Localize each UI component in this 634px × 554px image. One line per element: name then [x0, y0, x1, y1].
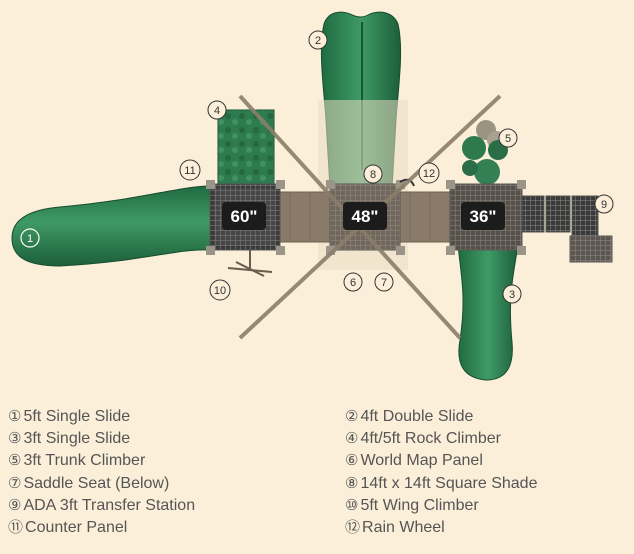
legend-label: 5ft Single Slide	[23, 408, 131, 425]
legend-label: ADA 3ft Transfer Station	[23, 496, 196, 514]
legend-label: 4ft Double Slide	[360, 408, 474, 425]
svg-text:3: 3	[509, 289, 515, 301]
wing-climber	[227, 250, 273, 277]
legend-label: 14ft x 14ft Square Shade	[360, 474, 538, 492]
deck-label-36: 36"	[461, 202, 505, 230]
svg-text:6: 6	[350, 277, 356, 289]
svg-text:7: 7	[381, 277, 387, 289]
svg-text:11: 11	[184, 165, 195, 177]
legend-number: ②	[345, 408, 359, 425]
playset-diagram: 60" 48" 36" 1 2 3 4 5 6 7 8 9	[11, 11, 614, 381]
svg-text:60": 60"	[231, 207, 258, 226]
legend-number: ⑩	[345, 496, 359, 514]
callout-6: 6	[343, 272, 363, 292]
svg-text:36": 36"	[470, 207, 497, 226]
trunk-climber	[462, 120, 508, 185]
svg-text:2: 2	[315, 35, 321, 47]
callout-8: 8	[363, 164, 383, 184]
ada-transfer-station	[521, 195, 613, 263]
deck-label-60: 60"	[222, 202, 266, 230]
legend-label: 3ft Trunk Climber	[23, 452, 146, 470]
legend-number: ⑪	[8, 518, 24, 536]
callout-3: 3	[502, 284, 522, 304]
legend-number: ④	[345, 430, 359, 448]
callout-9: 9	[594, 194, 614, 214]
svg-text:9: 9	[601, 199, 607, 211]
legend-number: ⑥	[345, 452, 359, 470]
svg-text:8: 8	[370, 169, 376, 181]
callout-5: 5	[498, 128, 518, 148]
deck-posts	[206, 180, 526, 255]
legend-label: Rain Wheel	[362, 518, 445, 536]
callout-1: 1	[20, 228, 40, 248]
legend-label: 5ft Wing Climber	[360, 496, 479, 514]
callout-12: 12	[418, 162, 440, 184]
legend-number: ⑧	[345, 474, 359, 492]
legend-number: ⑫	[345, 518, 361, 536]
legend-number: ⑦	[8, 474, 22, 492]
walkway-slats	[289, 192, 431, 242]
deck-48-platform	[329, 183, 401, 251]
legend-number: ⑨	[8, 496, 22, 514]
callout-11: 11	[179, 159, 201, 181]
svg-text:10: 10	[214, 285, 226, 297]
svg-text:12: 12	[423, 168, 435, 180]
callout-4: 4	[207, 100, 227, 120]
legend-label: 3ft Single Slide	[23, 430, 131, 448]
legend-number: ①	[8, 408, 22, 425]
svg-text:1: 1	[27, 233, 33, 245]
legend-label: Counter Panel	[25, 518, 128, 536]
svg-text:4: 4	[214, 105, 220, 117]
callout-7: 7	[374, 272, 394, 292]
slide-5ft-single	[11, 185, 211, 267]
legend-number: ⑤	[8, 452, 22, 470]
slide-3ft-single	[457, 245, 519, 381]
legend-label: Saddle Seat (Below)	[23, 474, 170, 492]
svg-text:48": 48"	[352, 207, 379, 226]
svg-text:5: 5	[505, 133, 511, 145]
legend-number: ③	[8, 430, 22, 448]
legend-label: 4ft/5ft Rock Climber	[360, 430, 501, 448]
legend-label: World Map Panel	[360, 452, 483, 470]
deck-label-48: 48"	[343, 202, 387, 230]
callout-2: 2	[308, 30, 328, 50]
callout-10: 10	[209, 279, 231, 301]
